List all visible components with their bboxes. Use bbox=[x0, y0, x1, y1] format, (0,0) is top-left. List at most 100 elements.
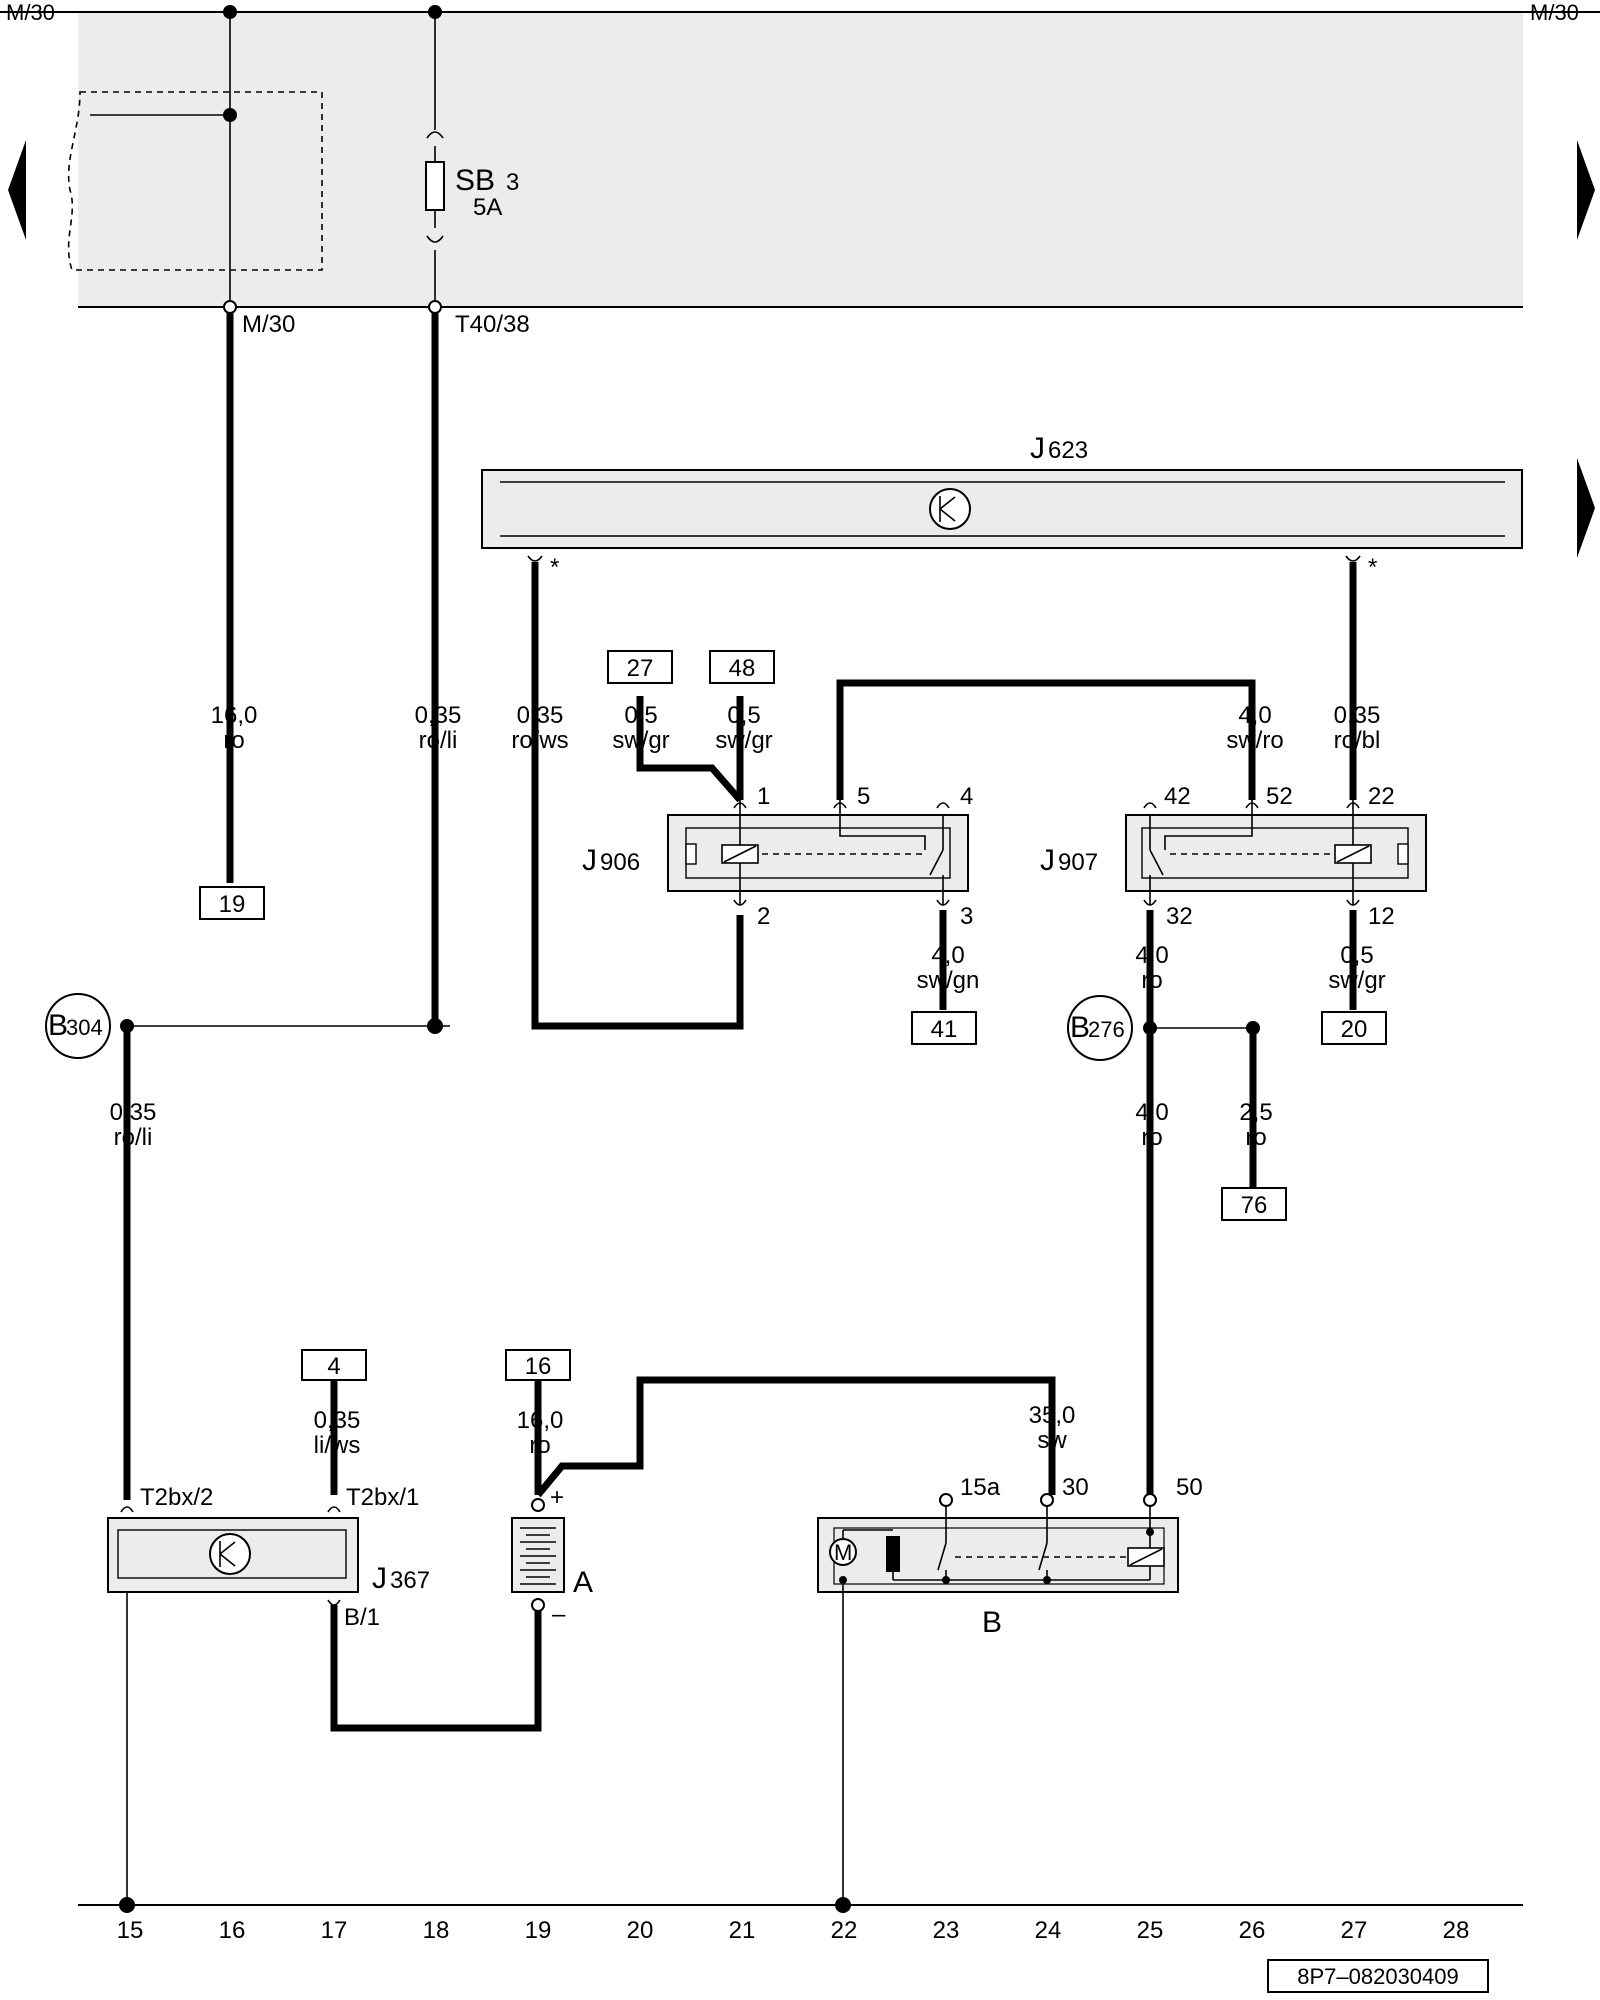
ref-box[interactable] bbox=[301, 1349, 367, 1381]
top-bus-label-left: M/30 bbox=[6, 0, 55, 25]
ref-box-label: 41 bbox=[931, 1016, 958, 1043]
ground-node bbox=[835, 1897, 851, 1913]
starter-30-terminal bbox=[1040, 1493, 1054, 1507]
ref-box[interactable] bbox=[709, 650, 775, 684]
j907-pin42-clip bbox=[1143, 802, 1157, 809]
battery-plus-label: + bbox=[550, 1484, 564, 1511]
battery-minus-terminal bbox=[531, 1598, 545, 1612]
fuse-panel-background bbox=[78, 12, 1523, 307]
ref-box-label: 4 bbox=[327, 1353, 340, 1380]
grid-number: 19 bbox=[525, 1917, 552, 1944]
j623-pin-left-clip bbox=[527, 555, 543, 562]
m30-top-node bbox=[223, 5, 237, 19]
asterisk-left: * bbox=[550, 554, 559, 581]
j906-pin1-clip bbox=[733, 802, 747, 809]
j623-transistor-icon bbox=[929, 488, 971, 530]
wire-label-size: 4,0 bbox=[1135, 942, 1168, 969]
splice-b276-number: 276 bbox=[1088, 1017, 1125, 1042]
fuse-icon bbox=[425, 161, 445, 211]
field-winding-icon bbox=[886, 1536, 900, 1572]
j907-number: 907 bbox=[1058, 849, 1098, 876]
ref-box-label: 20 bbox=[1341, 1016, 1368, 1043]
j906-pin-5: 5 bbox=[857, 783, 870, 810]
next-page-arrow-icon[interactable] bbox=[1577, 140, 1595, 240]
j906-pin3-clip bbox=[936, 899, 950, 906]
wire-label-size: 4,0 bbox=[1135, 1099, 1168, 1126]
j623-module bbox=[481, 469, 1523, 549]
starter-node bbox=[942, 1576, 950, 1584]
j367-inner bbox=[117, 1529, 347, 1579]
j907-pin-12: 12 bbox=[1368, 903, 1395, 930]
grid-number: 18 bbox=[423, 1917, 450, 1944]
ref-box-label: 76 bbox=[1241, 1192, 1268, 1219]
ref-box-label: 16 bbox=[525, 1353, 552, 1380]
t4038-terminal bbox=[428, 300, 442, 314]
grid-number: 25 bbox=[1137, 1917, 1164, 1944]
ref-box-label: 19 bbox=[219, 891, 246, 918]
battery-label: A bbox=[573, 1566, 593, 1599]
starter-pin-30: 30 bbox=[1062, 1474, 1089, 1501]
wire-label-size: 0,35 bbox=[517, 702, 564, 729]
starter-module bbox=[817, 1517, 1179, 1593]
ref-box[interactable] bbox=[1221, 1187, 1287, 1221]
splice-b304-number: 304 bbox=[66, 1015, 103, 1040]
starter-15a-terminal bbox=[939, 1493, 953, 1507]
starter-pin-15a: 15a bbox=[960, 1474, 1001, 1501]
j906-pin2-clip bbox=[733, 899, 747, 906]
j906-resistor-icon bbox=[685, 843, 697, 865]
j907-pin-42: 42 bbox=[1164, 783, 1191, 810]
starter-pin-50: 50 bbox=[1176, 1474, 1203, 1501]
b276-node bbox=[1143, 1021, 1157, 1035]
battery-cells bbox=[520, 1527, 556, 1585]
fuse-name: SB bbox=[455, 164, 495, 197]
solenoid-slash bbox=[1129, 1548, 1163, 1566]
ref-box[interactable] bbox=[911, 1011, 977, 1045]
j906-switch-icon bbox=[929, 849, 944, 876]
diagram-code-box bbox=[1267, 1959, 1489, 1993]
b304-junction-node bbox=[427, 1018, 443, 1034]
grid-number: 21 bbox=[729, 1917, 756, 1944]
dashed-relay-outline bbox=[67, 91, 323, 271]
fuse-clip-top bbox=[426, 131, 444, 139]
j907-pin-32: 32 bbox=[1166, 903, 1193, 930]
wire-label-color: ro/li bbox=[419, 727, 458, 754]
j906-relay bbox=[667, 814, 969, 892]
j906-number: 906 bbox=[600, 849, 640, 876]
j367-pin-clip bbox=[327, 1599, 341, 1606]
j907-pin-22: 22 bbox=[1368, 783, 1395, 810]
j623-letter: J bbox=[1030, 432, 1045, 465]
ref-box-label: 48 bbox=[729, 655, 756, 682]
wire-ro-ws bbox=[531, 562, 744, 1030]
j906-pin5-trace bbox=[839, 828, 926, 850]
ref-box[interactable] bbox=[607, 650, 673, 684]
asterisk-right: * bbox=[1368, 554, 1377, 581]
ref-box[interactable] bbox=[1321, 1011, 1387, 1045]
j907-switch-icon bbox=[1149, 849, 1164, 876]
wire-sw-ro bbox=[836, 679, 1256, 800]
j906-pin-2: 2 bbox=[757, 903, 770, 930]
ref-box-label: 27 bbox=[627, 655, 654, 682]
grid-number: 24 bbox=[1035, 1917, 1062, 1944]
wire-label-color: ro bbox=[1245, 1124, 1266, 1151]
fuse-clip-bottom bbox=[426, 235, 444, 243]
j367-letter: J bbox=[372, 1562, 387, 1595]
wire-label-color: sw/ro bbox=[1226, 727, 1283, 754]
starter-50-terminal bbox=[1143, 1493, 1157, 1507]
j367-pin-b1: B/1 bbox=[344, 1604, 380, 1631]
wire-label-size: 0,35 bbox=[415, 702, 462, 729]
wire-label-size: 4,0 bbox=[931, 942, 964, 969]
ref-box[interactable] bbox=[199, 886, 265, 920]
wire-label-color: sw/gr bbox=[715, 727, 772, 754]
grid-number: 26 bbox=[1239, 1917, 1266, 1944]
j906-pin-3: 3 bbox=[960, 903, 973, 930]
wire-label-color: ro bbox=[1141, 967, 1162, 994]
prev-page-arrow-icon[interactable] bbox=[8, 140, 26, 240]
j367-transistor-icon bbox=[209, 1533, 251, 1575]
j907-pin32-clip bbox=[1143, 899, 1157, 906]
wire-label-size: 16,0 bbox=[211, 702, 258, 729]
wire-27-to-j906 bbox=[636, 696, 743, 803]
top-bus-label-right: M/30 bbox=[1530, 0, 1579, 25]
fuse-index: 3 bbox=[506, 169, 519, 196]
wire-ground-loop bbox=[330, 1605, 542, 1732]
solenoid-node bbox=[1146, 1528, 1154, 1536]
